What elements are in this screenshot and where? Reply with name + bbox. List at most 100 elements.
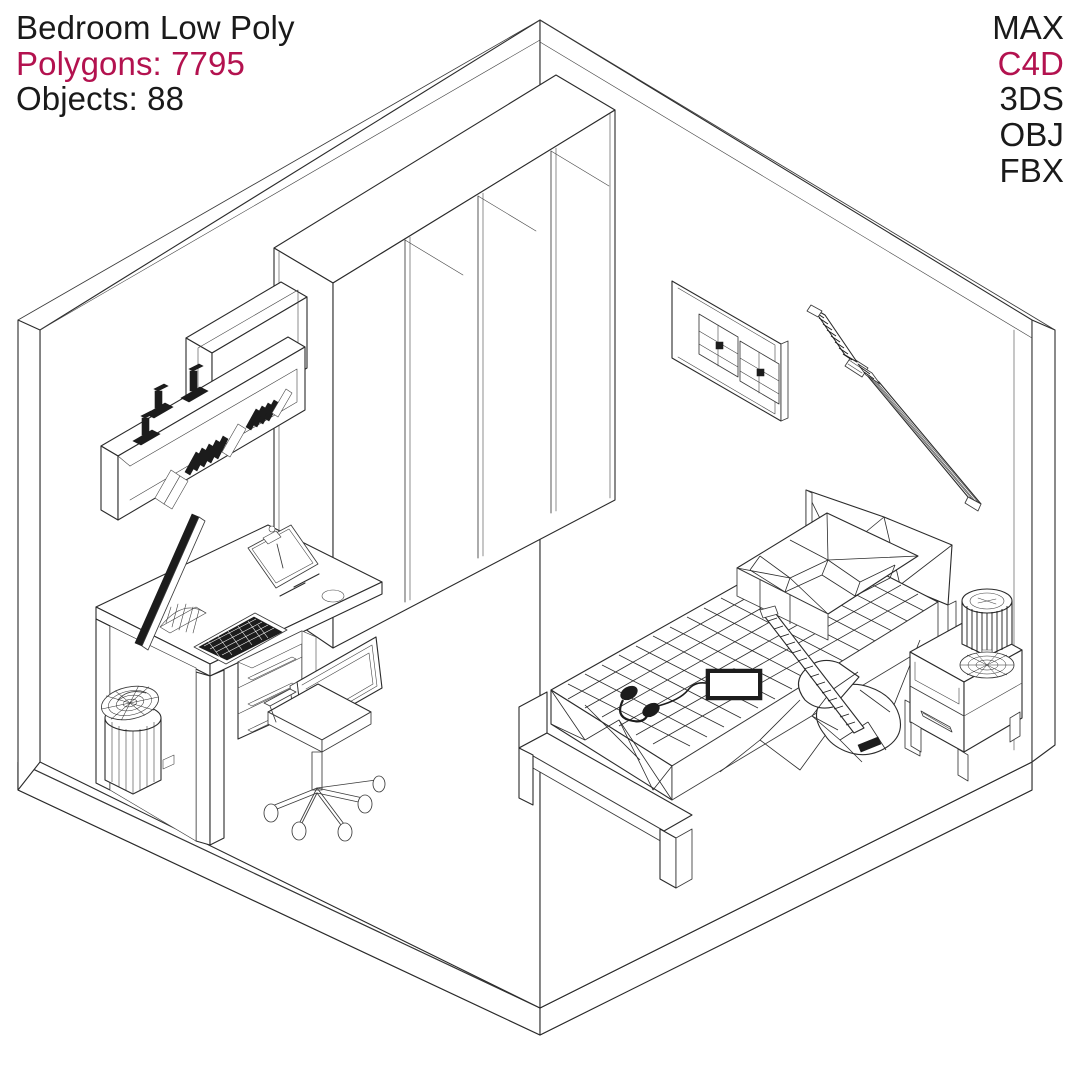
lamp-shade-ribs — [967, 606, 1007, 655]
lamp-bulb-hint-2 — [978, 599, 996, 603]
monitor-base-rib-1 — [166, 607, 171, 623]
wall-shelf-lower — [101, 337, 305, 520]
object-count-label: Objects: 88 — [16, 80, 185, 118]
nightstand-drawer-sep-r — [964, 683, 1022, 716]
nightstand-leg-right — [1010, 712, 1020, 742]
nightstand-leg-front — [958, 749, 968, 781]
monitor-base-rib-5 — [193, 610, 199, 633]
shelf-books — [155, 389, 292, 509]
figurine-2 — [146, 384, 173, 418]
format-3ds: 3DS — [999, 80, 1064, 118]
guitar-headstock — [760, 606, 778, 618]
monitor-back — [142, 517, 205, 650]
shelf-figurines — [133, 364, 208, 445]
trash-bin — [98, 681, 174, 794]
lamp-shade-inner — [970, 593, 1004, 609]
chair-armrest-post — [270, 706, 276, 722]
back-wall-top — [540, 20, 1055, 330]
bed-leg-front-right-side — [676, 829, 692, 888]
left-wall-top — [18, 20, 540, 320]
monitor — [135, 514, 206, 650]
chair-base-legs-thickness — [272, 793, 363, 829]
table-lamp — [960, 589, 1014, 678]
chair-column — [312, 752, 322, 790]
format-fbx: FBX — [999, 151, 1064, 189]
bin-foot — [163, 755, 174, 769]
monitor-base-rib-3 — [179, 604, 186, 630]
back-wall-top-inner — [540, 42, 1032, 338]
mouse — [322, 590, 344, 602]
monitor-stand-base — [160, 608, 206, 627]
wardrobe-top-seam-1 — [405, 240, 463, 275]
chair-armrest — [264, 689, 296, 706]
left-wall-top-inner — [40, 40, 540, 330]
chair-wheel-1 — [264, 804, 278, 822]
pencil-1 — [280, 583, 305, 596]
figurine-3 — [181, 364, 208, 402]
katana-guard — [845, 357, 868, 377]
format-max: MAX — [992, 9, 1064, 46]
shelf-lower-body — [118, 347, 305, 520]
tablet-camera — [732, 668, 736, 672]
chair-wheel-2 — [358, 795, 372, 813]
tablet-screen — [710, 673, 758, 696]
model-title: Bedroom Low Poly — [16, 9, 295, 46]
keyboard-keys-area — [199, 617, 282, 660]
clipboard-line — [277, 544, 283, 568]
clipboard — [248, 525, 318, 588]
desk-leg-front-side — [210, 670, 224, 845]
info-block: Bedroom Low Poly Polygons: 7795 Objects:… — [16, 10, 295, 117]
nightstand — [910, 620, 1022, 781]
format-list: MAX C4D 3DS OBJ FBX — [992, 10, 1064, 188]
katana-scabbard-lines — [869, 376, 978, 502]
chair-wheel-3 — [292, 822, 306, 840]
bed-leg-front-right — [660, 829, 676, 888]
nightstand-drawer-lip — [915, 662, 959, 704]
bin-lid-handle — [118, 692, 146, 700]
format-obj: OBJ — [999, 115, 1064, 153]
shelf-lower-front — [101, 446, 118, 520]
headphone-cable — [658, 683, 710, 706]
headphone-band — [620, 700, 647, 721]
guitar — [760, 606, 901, 762]
wall-picture-frame — [672, 281, 788, 421]
wardrobe-top-seam-3 — [551, 151, 609, 186]
lamp-base-mesh — [960, 653, 1014, 677]
guitar-frets — [768, 618, 855, 725]
katana-sword — [807, 305, 981, 511]
katana-tip — [965, 497, 981, 511]
nightstand-drawer-sep — [910, 686, 964, 716]
picture-graphic-2 — [740, 341, 779, 404]
bin-ribs — [112, 722, 154, 793]
picture-frame-edge — [781, 341, 788, 421]
monitor-base-rib-2 — [172, 604, 178, 627]
wardrobe-top-seam-2 — [478, 196, 536, 231]
drawer-sep-1 — [238, 657, 302, 688]
chair-wheel-5 — [373, 776, 385, 792]
desk-leg-front — [196, 672, 210, 845]
keyboard — [194, 613, 287, 664]
chair-wheel-4 — [338, 823, 352, 841]
clipboard-clip — [263, 531, 281, 544]
nightstand-leg-left — [911, 722, 921, 752]
katana-pommel — [807, 305, 822, 317]
left-wall-outer-edge — [18, 320, 40, 790]
back-wall-outer-edge — [1032, 320, 1055, 762]
tablet — [706, 668, 762, 700]
blanket-side-facets — [551, 690, 672, 800]
pillow — [737, 513, 918, 640]
guitar-bridge — [858, 737, 881, 752]
bed-leg-front-left — [519, 748, 533, 805]
wardrobe-side — [333, 110, 615, 648]
shelf-lower-back-lip — [118, 456, 130, 466]
picture-graphic-1 — [699, 314, 738, 377]
headphones — [618, 683, 710, 721]
headphone-cup-left — [618, 683, 640, 702]
chair-seat-edge-r — [322, 712, 371, 752]
pillow-wireframe — [737, 513, 918, 614]
polygon-count-label: Polygons: 7795 — [16, 44, 245, 82]
monitor-base-rib-4 — [186, 607, 193, 632]
nightstand-handle-line — [923, 713, 950, 729]
